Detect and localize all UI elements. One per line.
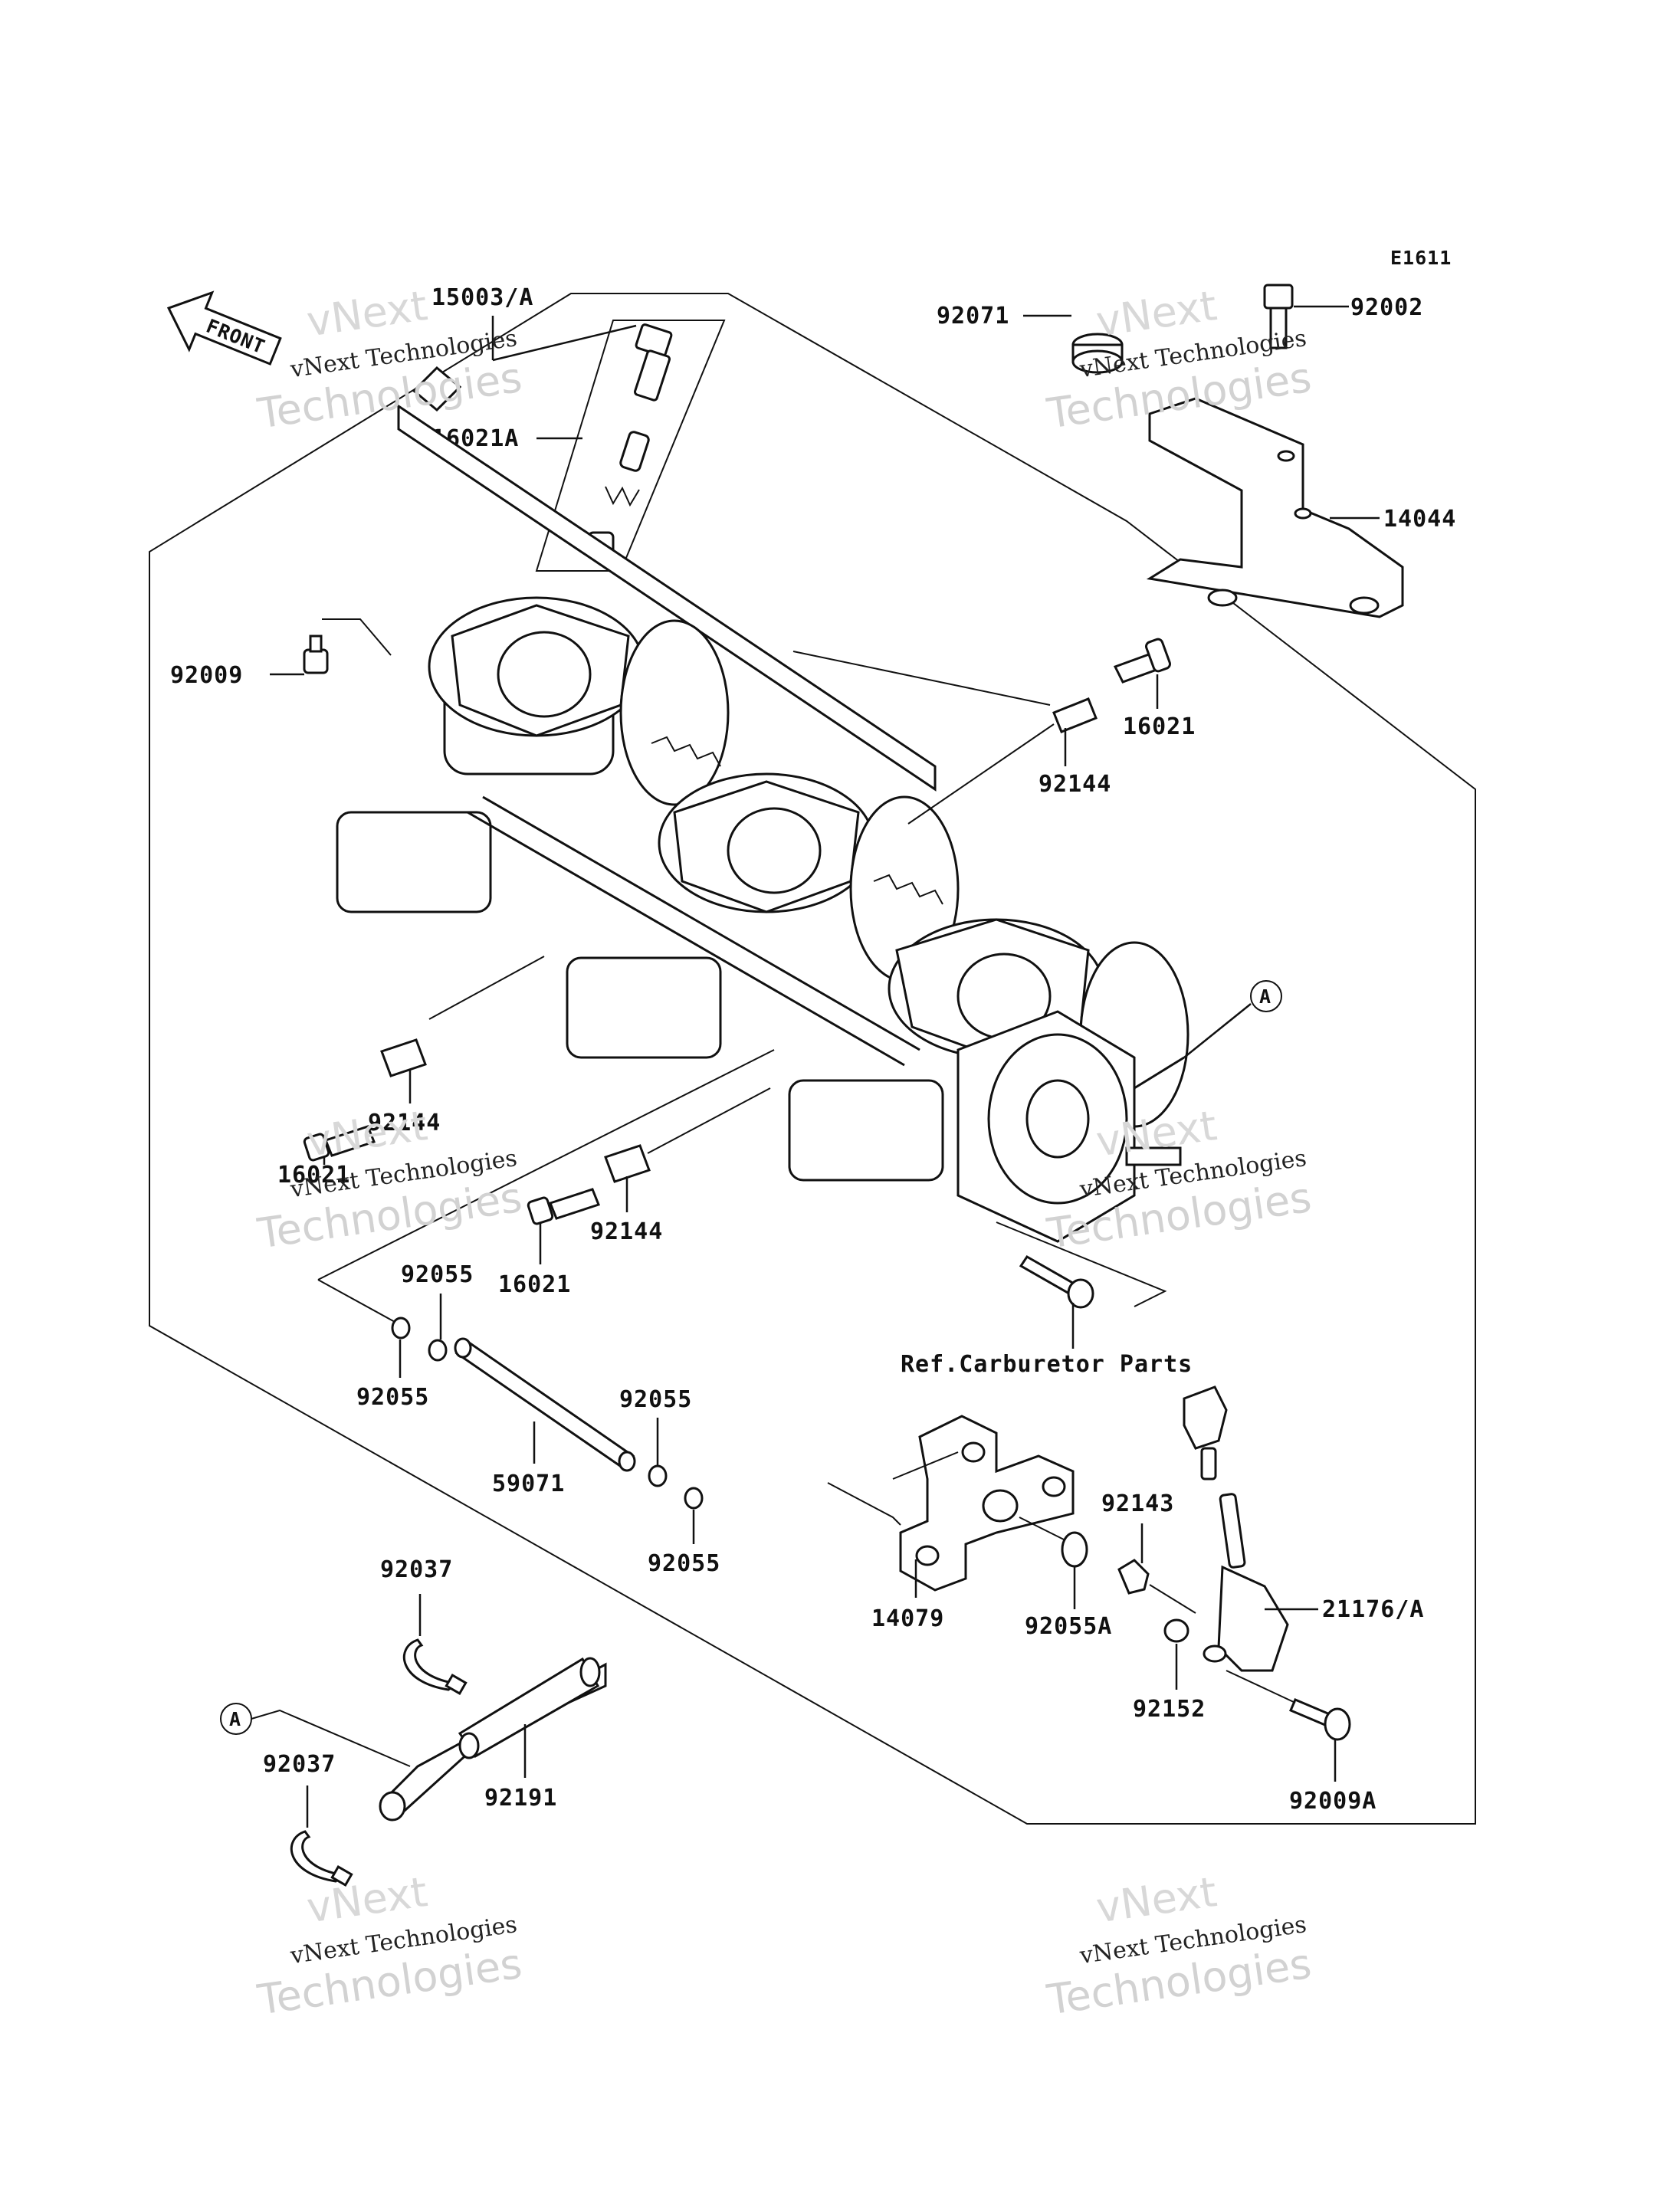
sensor-21176a [1183, 1385, 1289, 1672]
part-number-15003a: 15003/A [431, 284, 533, 311]
part-number-92055-right: 92055 [619, 1386, 692, 1413]
bolt-92009a [1289, 1698, 1351, 1741]
part-number-92144-middle: 92144 [590, 1218, 663, 1245]
part-number-16021-left: 16021 [277, 1162, 350, 1189]
part-number-92002: 92002 [1350, 294, 1423, 321]
diagram-code: E1611 [1390, 247, 1452, 269]
o-ring-92055a [1061, 1531, 1088, 1568]
svg-text:vNext: vNext [1093, 281, 1219, 346]
part-number-92144-right: 92144 [1039, 771, 1111, 798]
carburetor-bolt [1019, 1255, 1094, 1309]
part-number-59071: 59071 [492, 1471, 565, 1497]
part-number-92055-top: 92055 [401, 1261, 474, 1288]
callout-a-bottom-letter: A [229, 1708, 241, 1730]
part-number-92037-bottom: 92037 [263, 1751, 336, 1778]
o-ring-92055-d [684, 1487, 704, 1510]
o-ring-92055-a [391, 1317, 411, 1340]
part-number-92071: 92071 [937, 303, 1009, 330]
o-ring-92055-b [428, 1339, 448, 1362]
part-number-92037-top: 92037 [380, 1556, 453, 1583]
tie-92037-bottom [290, 1830, 353, 1887]
part-number-16021-middle: 16021 [498, 1271, 571, 1298]
screw-16021-right [1113, 638, 1171, 684]
assembly-outline [149, 293, 1476, 1825]
clip-92143 [1117, 1559, 1150, 1595]
fuel-pipe-59071 [454, 1337, 636, 1472]
callout-a-top [1250, 980, 1282, 1012]
screw-16021-left [303, 1125, 376, 1162]
svg-text:vNext: vNext [304, 1101, 430, 1166]
part-number-92055-left: 92055 [356, 1384, 429, 1411]
front-arrow-icon: FRONT [166, 290, 282, 366]
svg-text:vNext: vNext [1093, 1867, 1219, 1932]
part-number-92055a: 92055A [1025, 1613, 1112, 1640]
spring-92144-middle [604, 1144, 651, 1183]
washer-92152 [1163, 1618, 1189, 1643]
part-number-92009a: 92009A [1289, 1788, 1376, 1815]
o-ring-92055-c [648, 1464, 668, 1487]
tie-92037-top [403, 1638, 468, 1695]
mount-bracket [1071, 284, 1404, 618]
part-number-92143: 92143 [1101, 1490, 1174, 1517]
watermark-6: vNext vNext Technologies Technologies [1044, 1867, 1314, 2025]
bracket-14079 [899, 1415, 1075, 1592]
reference-label: Ref.Carburetor Parts [901, 1351, 1193, 1378]
part-number-14079: 14079 [871, 1605, 944, 1632]
part-number-92191: 92191 [484, 1785, 557, 1812]
part-number-16021-right: 16021 [1123, 713, 1196, 740]
svg-text:vNext: vNext [304, 281, 430, 346]
watermark-5: vNext vNext Technologies Technologies [254, 1867, 525, 2025]
screw-92009 [303, 635, 329, 674]
part-number-21176a: 21176/A [1322, 1596, 1424, 1623]
spring-92144-right [1052, 697, 1098, 733]
hose-92191 [379, 1657, 607, 1822]
part-number-92055-bottom: 92055 [648, 1550, 720, 1577]
part-number-92009: 92009 [170, 662, 243, 689]
part-number-92152: 92152 [1133, 1696, 1206, 1723]
spring-92144-left [380, 1038, 427, 1077]
part-number-92144-left: 92144 [368, 1110, 441, 1136]
callout-a-top-letter: A [1259, 985, 1271, 1008]
carburetor-assembly [336, 366, 1189, 1243]
screw-16021-middle [527, 1188, 600, 1225]
part-number-14044: 14044 [1383, 506, 1456, 533]
